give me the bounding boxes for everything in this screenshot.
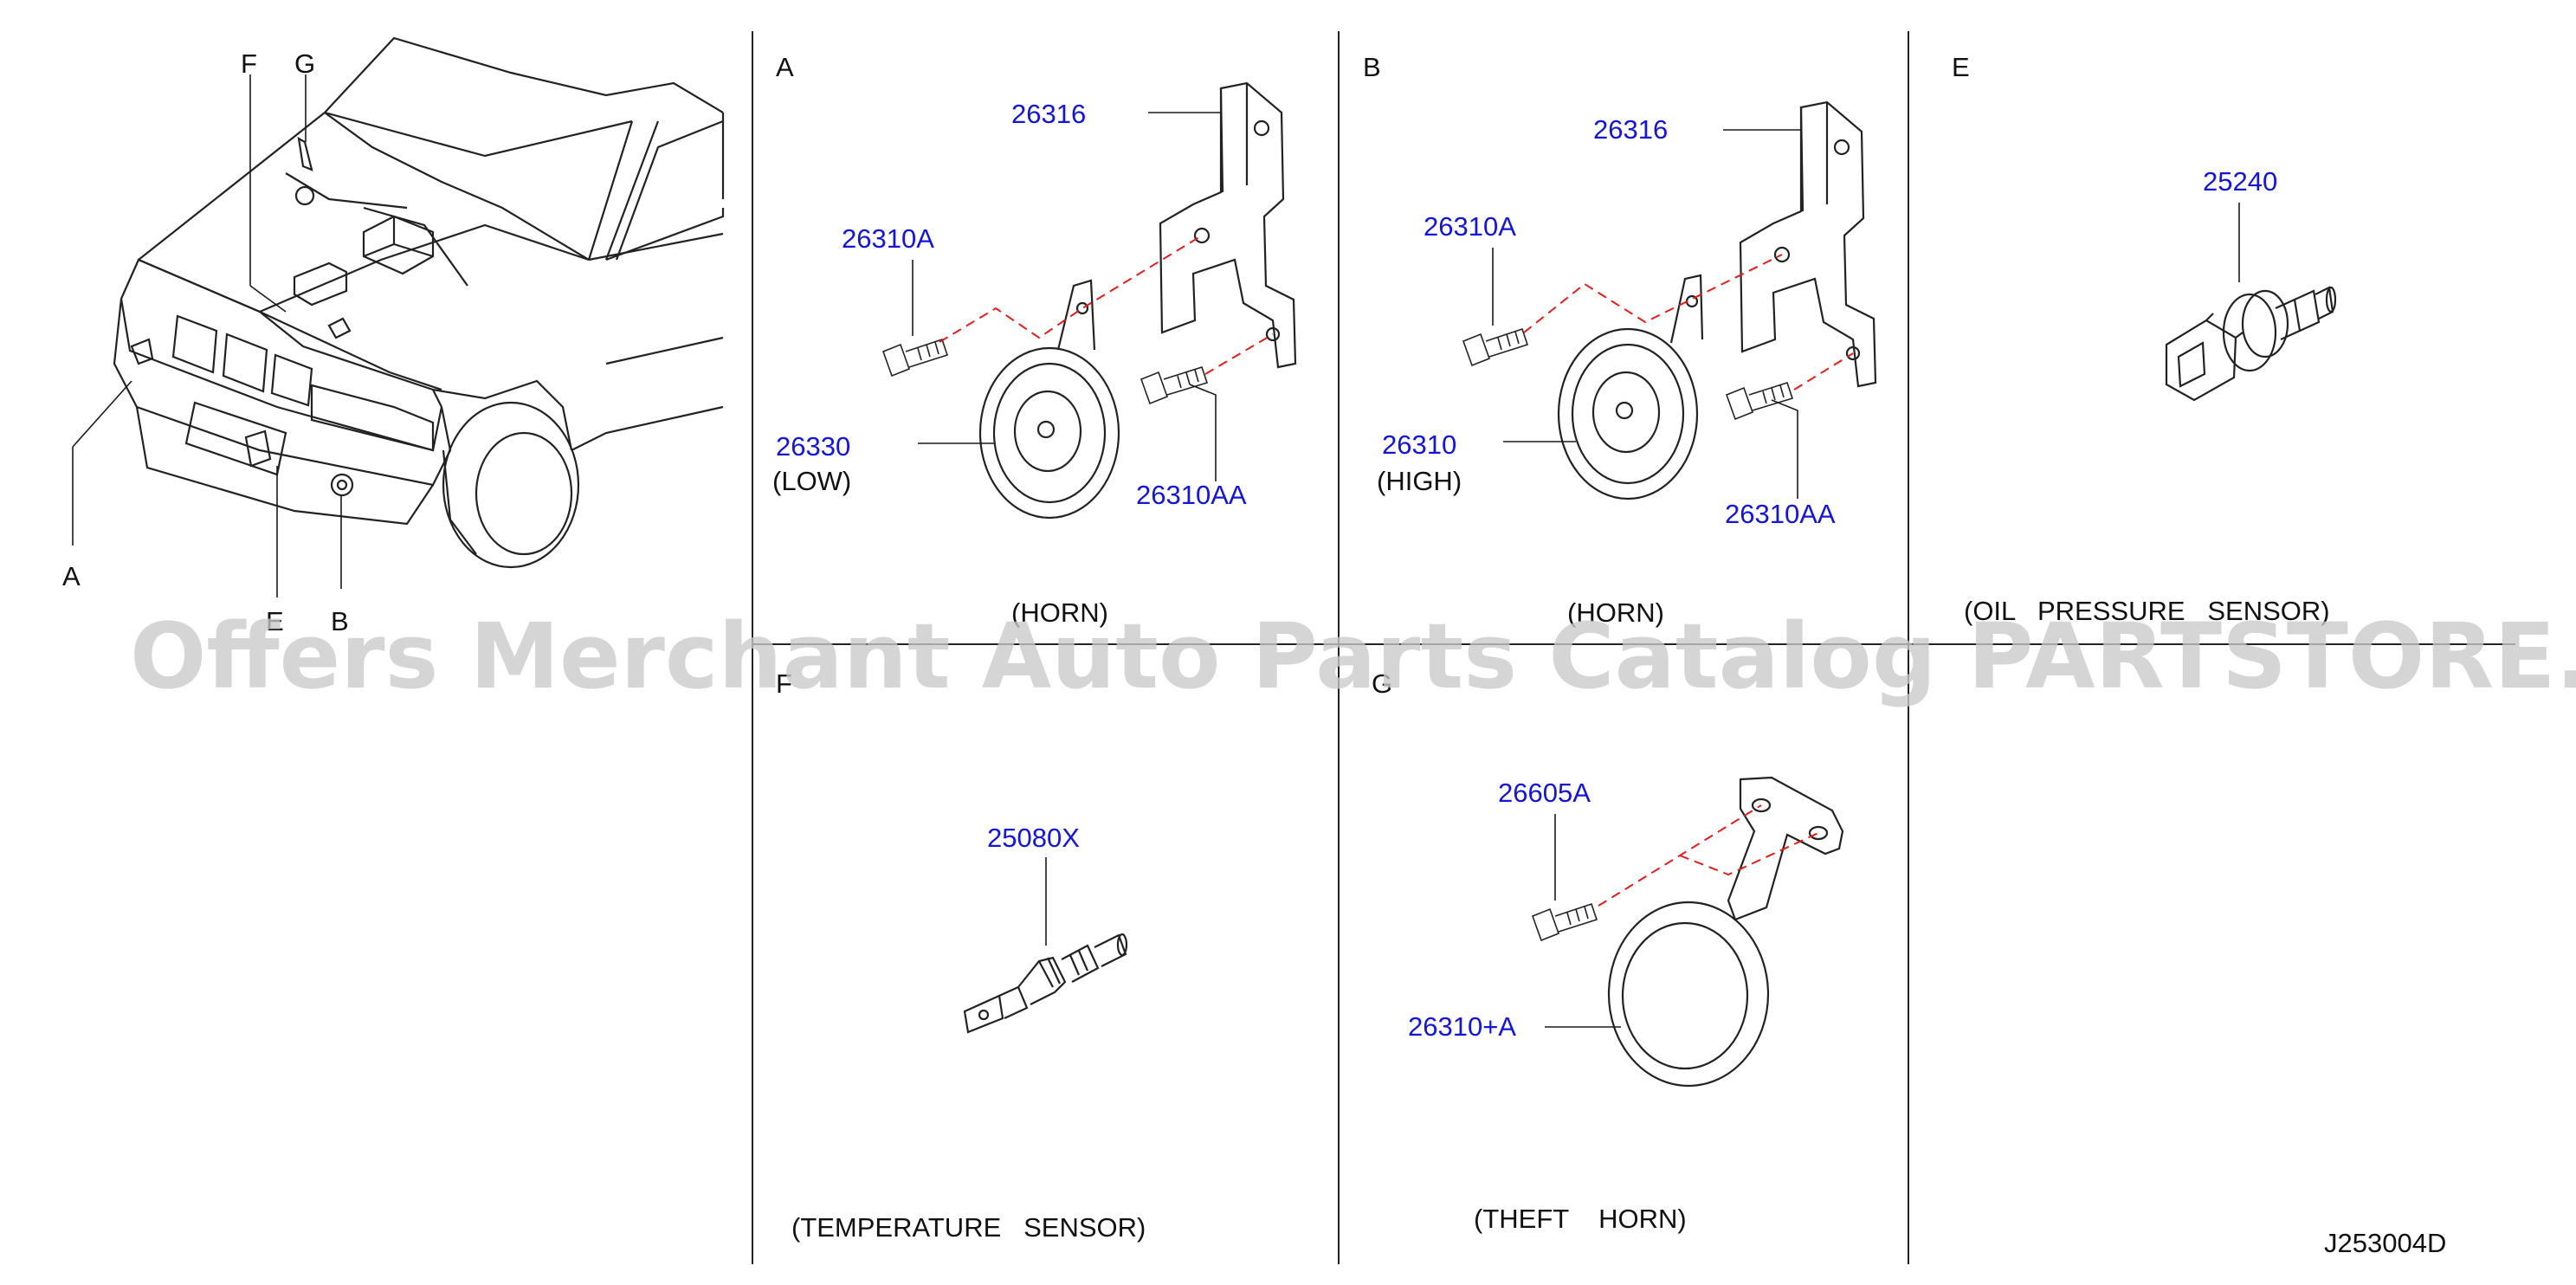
panel-e: E 25240 (OIL PRESSURE SENSOR) bbox=[1952, 52, 2337, 626]
leaders bbox=[912, 112, 1221, 481]
horn-drawing bbox=[1557, 274, 1704, 500]
phantom-lines bbox=[1523, 254, 1854, 391]
drawing-id: J253004D bbox=[2324, 1228, 2446, 1258]
part-26605a[interactable]: 26605A bbox=[1498, 778, 1591, 808]
phantom-lines bbox=[1598, 804, 1819, 907]
panel-a-caption: (HORN) bbox=[1011, 597, 1108, 628]
watermark: Offers Merchant Auto Parts Catalog PARTS… bbox=[130, 604, 2576, 709]
vehicle-illustration bbox=[113, 36, 725, 569]
horn-drawing bbox=[978, 279, 1120, 520]
part-26310aa[interactable]: 26310AA bbox=[1136, 480, 1247, 510]
panel-b: B bbox=[1363, 52, 1877, 628]
bracket-drawing bbox=[1727, 776, 1844, 921]
callout-f: F bbox=[241, 48, 257, 79]
sensor-drawing bbox=[963, 933, 1128, 1034]
bolt-drawing bbox=[881, 338, 949, 378]
panel-b-letter: B bbox=[1363, 52, 1381, 82]
panel-a: A bbox=[772, 52, 1297, 628]
bolt-drawing bbox=[1531, 902, 1598, 942]
vehicle-overview: F G A E B bbox=[62, 36, 725, 636]
panel-g: G 26605A 26310+A (THEFT HORN) bbox=[1372, 668, 1844, 1234]
panel-g-letter: G bbox=[1372, 668, 1392, 699]
bracket-drawing bbox=[1739, 100, 1877, 388]
part-note-high: (HIGH) bbox=[1377, 466, 1462, 496]
part-26310[interactable]: 26310 bbox=[1382, 429, 1456, 460]
part-26330[interactable]: 26330 bbox=[776, 431, 850, 462]
panel-b-caption: (HORN) bbox=[1567, 597, 1664, 628]
panel-f-letter: F bbox=[776, 668, 792, 699]
callout-e: E bbox=[266, 606, 284, 636]
panel-f: F 25080X (TEMPERATURE SENSOR) bbox=[776, 668, 1146, 1243]
callout-leaders bbox=[72, 74, 342, 597]
bolt-drawing-2 bbox=[1140, 365, 1209, 405]
bolt-drawing-2 bbox=[1725, 381, 1794, 421]
part-26310a-plus[interactable]: 26310+A bbox=[1408, 1011, 1516, 1042]
panel-f-caption: (TEMPERATURE SENSOR) bbox=[791, 1212, 1146, 1243]
panel-grid bbox=[752, 31, 2515, 1264]
part-26316[interactable]: 26316 bbox=[1593, 114, 1668, 145]
phantom-lines bbox=[939, 235, 1274, 375]
part-26310a[interactable]: 26310A bbox=[1424, 211, 1516, 242]
part-25240[interactable]: 25240 bbox=[2203, 166, 2277, 197]
part-26310a[interactable]: 26310A bbox=[842, 223, 934, 254]
leaders bbox=[1492, 129, 1801, 499]
part-note-low: (LOW) bbox=[772, 466, 851, 496]
panel-a-letter: A bbox=[776, 52, 794, 82]
part-26316[interactable]: 26316 bbox=[1011, 99, 1086, 129]
leaders bbox=[1545, 814, 1621, 1028]
panel-e-letter: E bbox=[1952, 52, 1970, 82]
part-26310aa[interactable]: 26310AA bbox=[1725, 499, 1836, 529]
bolt-drawing bbox=[1462, 327, 1529, 367]
bracket-drawing bbox=[1159, 81, 1297, 369]
sensor-drawing bbox=[2165, 286, 2337, 402]
callout-b: B bbox=[331, 606, 349, 636]
part-25080x[interactable]: 25080X bbox=[987, 823, 1080, 853]
horn-drawing bbox=[1607, 901, 1770, 1088]
callout-g: G bbox=[294, 48, 315, 79]
panel-g-caption: (THEFT HORN) bbox=[1474, 1204, 1687, 1234]
panel-e-caption: (OIL PRESSURE SENSOR) bbox=[1964, 596, 2330, 626]
callout-a: A bbox=[62, 561, 81, 591]
